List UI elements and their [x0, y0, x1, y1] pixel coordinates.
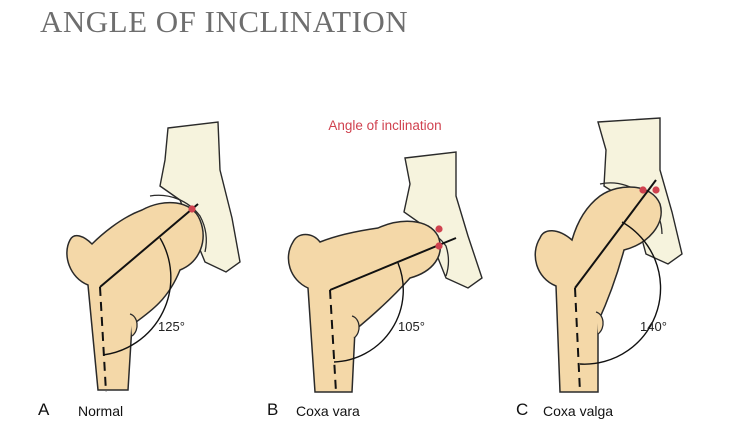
angle-value-a: 125° — [158, 319, 185, 334]
angle-of-inclination-caption: Angle of inclination — [328, 118, 442, 133]
marker-b-upper — [435, 225, 443, 233]
femur-c — [534, 186, 662, 393]
neck-axis-c — [574, 179, 657, 289]
pelvis-a — [159, 121, 241, 273]
lesser-trochanter-a — [129, 313, 138, 337]
marker-c-left — [639, 186, 647, 194]
marker-b-lower — [435, 242, 443, 250]
panel-c-letter: C — [516, 400, 529, 419]
acetabulum-a — [149, 194, 207, 253]
shaft-axis-b — [329, 289, 337, 393]
pelvis-b — [403, 151, 483, 289]
shaft-axis-a — [99, 286, 107, 393]
angle-arc-a — [102, 237, 172, 356]
panel-a-name: Normal — [78, 403, 124, 419]
angle-value-c: 140° — [640, 319, 667, 334]
panel-c-name: Coxa valga — [543, 403, 614, 419]
neck-axis-b — [329, 237, 457, 291]
angle-value-b: 105° — [398, 319, 425, 334]
panel-b-letter: B — [267, 400, 279, 419]
lesser-trochanter-b — [351, 315, 360, 339]
shaft-axis-c — [574, 287, 581, 393]
panel-a-illustration: 125° — [66, 121, 241, 393]
marker-c-right — [652, 186, 660, 194]
page-title: ANGLE OF INCLINATION — [40, 4, 409, 39]
panel-b-illustration: 105° — [287, 151, 483, 393]
angle-arc-c — [579, 221, 662, 365]
angle-arc-b — [333, 262, 404, 363]
lesser-trochanter-c — [595, 311, 604, 335]
femur-b — [287, 220, 441, 393]
marker-a — [188, 205, 196, 213]
panel-c-illustration: 140° — [534, 117, 683, 393]
panel-b-name: Coxa vara — [296, 403, 360, 419]
panel-a-letter: A — [38, 400, 50, 419]
neck-axis-a — [99, 203, 199, 288]
femur-a — [66, 201, 204, 391]
